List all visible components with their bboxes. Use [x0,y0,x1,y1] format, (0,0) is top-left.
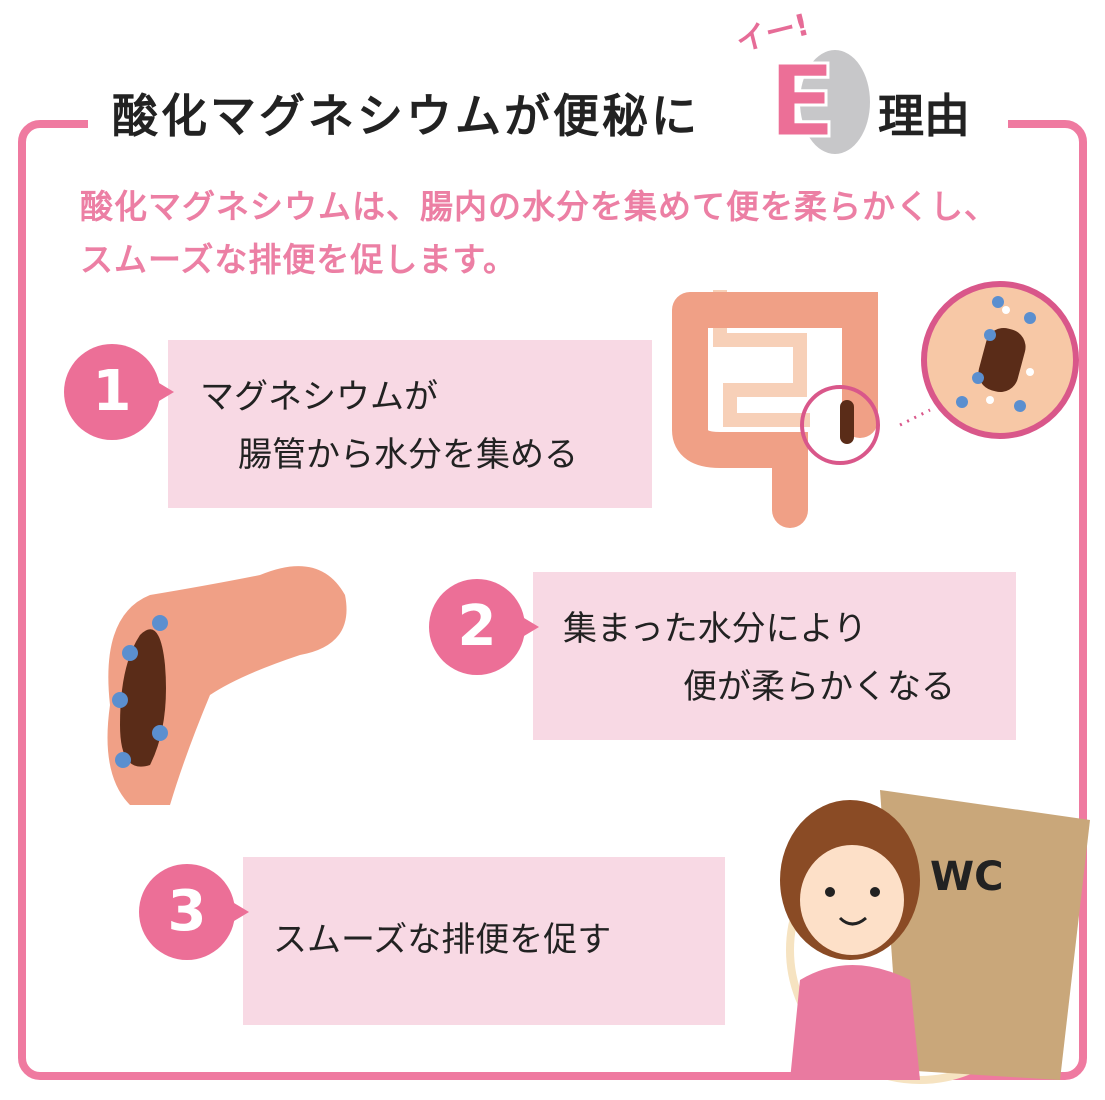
intro-line: スムーズな排便を促します。 [80,240,518,279]
step-1-box: マグネシウムが 腸管から水分を集める [168,340,652,508]
step-1-line: 腸管から水分を集める [238,435,578,475]
woman-wc-illustration: WC [780,790,1090,1084]
intro-line: 酸化マグネシウムは、腸内の水分を集めて便を柔らかくし、 [80,187,998,226]
page-title: 酸化マグネシウムが便秘に [112,89,700,143]
step-2-number: 2 [429,579,539,675]
step-3-line: スムーズな排便を促す [273,920,612,960]
page-title-suffix: 理由 [878,89,970,143]
step-3-box: スムーズな排便を促す [243,857,725,1025]
e-letter: E [766,43,837,160]
step-3-number: 3 [139,864,249,960]
intestine-illustration [672,290,880,528]
step-2-line: 便が柔らかくなる [683,667,955,707]
e-letter-shadow [800,50,870,154]
wc-sign: WC [930,854,1003,900]
step-2-box: 集まった水分により 便が柔らかくなる [533,572,1016,740]
step-2-line: 集まった水分により [563,609,867,649]
intro-text: 酸化マグネシウムは、腸内の水分を集めて便を柔らかくし、 スムーズな排便を促します… [80,180,998,286]
step-1-number: 1 [64,344,174,440]
colon-illustration [107,566,347,805]
step-1-line: マグネシウムが [200,377,438,417]
magnified-intestine [899,281,1079,439]
